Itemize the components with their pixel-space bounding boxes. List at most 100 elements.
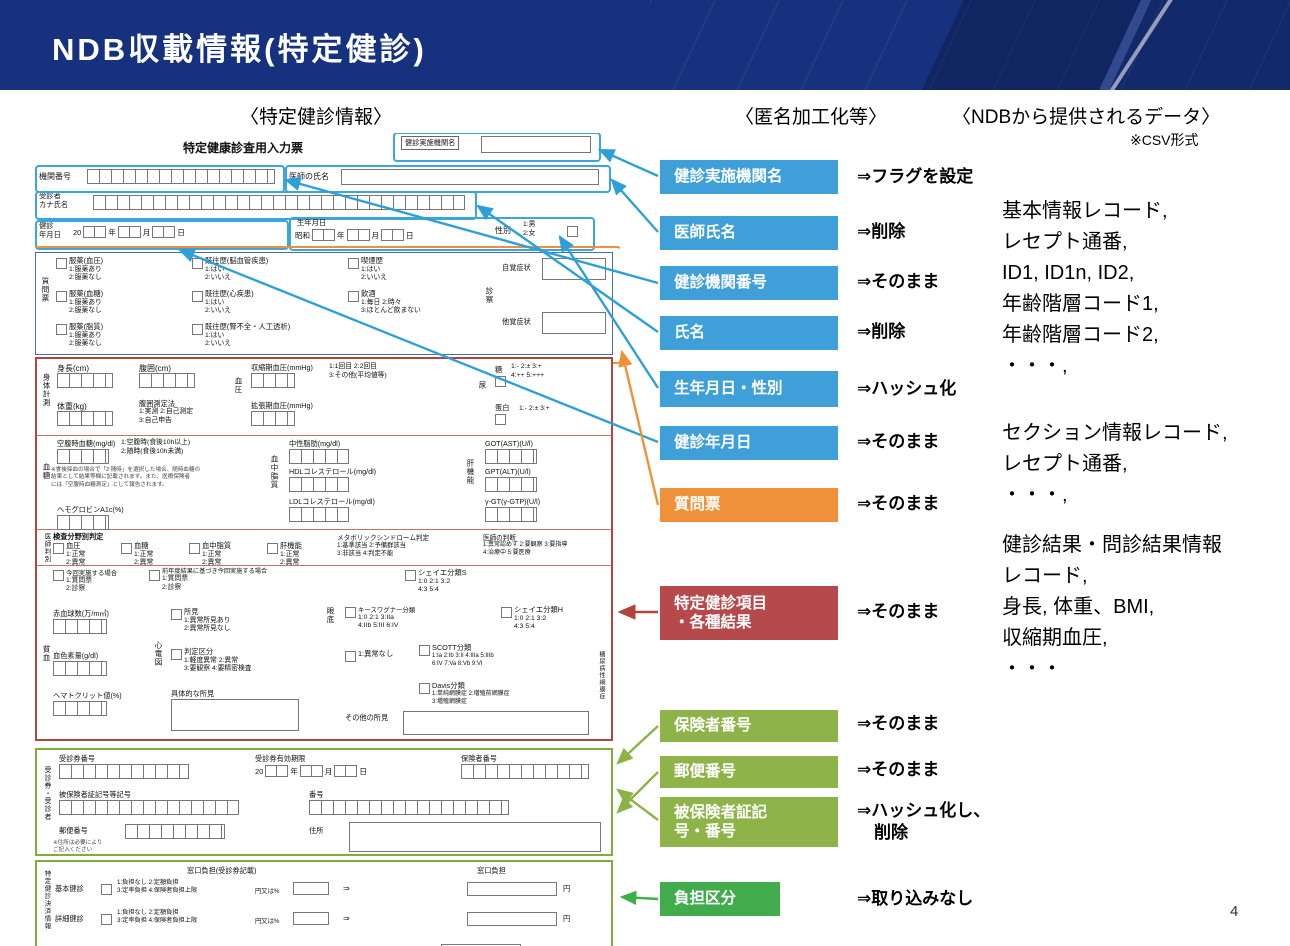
highlight-doctor-name bbox=[285, 165, 611, 193]
judge-options: 1:正常 2:異常 bbox=[66, 551, 86, 567]
field-label-scheie-h: シェイエ分類H bbox=[514, 605, 563, 614]
checkbox bbox=[501, 607, 512, 618]
field-options-kw: 1:0 2:1 3:IIa 4:IIb 5:III 6:IV bbox=[358, 614, 399, 630]
field-options-urine-protein: 1:- 2:± 3:+ bbox=[519, 405, 550, 412]
field-label-rbc: 赤血球数(万/m㎥) bbox=[53, 609, 109, 618]
date-prefix: 20 bbox=[73, 227, 82, 237]
field-cells-rbc bbox=[53, 619, 107, 634]
field-cells-diastolic bbox=[251, 411, 295, 426]
checkbox bbox=[345, 607, 356, 618]
record-block-basic: 基本情報レコード, レセプト通番, ID1, ID1n, ID2, 年齢階層コー… bbox=[1002, 196, 1168, 382]
record-line: ・・・, bbox=[1002, 484, 1068, 506]
judge-checkbox bbox=[267, 543, 278, 554]
question-checkbox bbox=[56, 324, 67, 335]
field-cells-systolic bbox=[251, 373, 295, 388]
header-stripes-decoration bbox=[650, 0, 1290, 90]
field-cells-insured-number bbox=[309, 800, 509, 815]
slide-header: NDB収載情報(特定健診) bbox=[0, 0, 1290, 90]
checkbox bbox=[149, 570, 160, 581]
field-label-yen-or-pct: 円又は% bbox=[255, 888, 280, 895]
section-label-judgement: 医師判別 bbox=[43, 533, 50, 563]
field-label-davis: Davis分類 bbox=[432, 681, 465, 690]
field-label-yen-or-pct: 円又は% bbox=[255, 918, 280, 925]
mapping-action-doctor-name: ⇒削除 bbox=[857, 222, 906, 241]
section-label-fundus: 眼底 bbox=[326, 607, 335, 624]
field-box-address bbox=[349, 822, 601, 852]
field-label-ticket-no: 受診券番号 bbox=[59, 754, 95, 763]
field-cells-fasting-glucose bbox=[57, 449, 109, 464]
field-box-amount bbox=[293, 912, 329, 925]
mapping-label-insured-symbol: 被保険者証記 号・番号 bbox=[660, 797, 838, 847]
arrow-copay-category bbox=[619, 890, 659, 905]
fundus-kw-item: キースワグナー分類 1:0 2:1 3:IIa 4:IIb 5:III 6:IV bbox=[345, 605, 415, 631]
mapping-label-checkup-date: 健診年月日 bbox=[660, 426, 838, 460]
section-label-lipid: 血中脂質 bbox=[270, 455, 279, 489]
unit-day: 日 bbox=[359, 766, 367, 776]
arrow-insured-symbol bbox=[616, 788, 659, 821]
field-cells-kikan-bango bbox=[87, 169, 275, 184]
record-line: レセプト通番, bbox=[1002, 453, 1128, 475]
mapping-label-kikan-bango: 健診機関番号 bbox=[660, 266, 838, 300]
field-box-copay-total bbox=[441, 944, 521, 946]
field-options-basic-copay: 1:負担なし 2:定額負担 3:定率負担 4:保険者負担上限 bbox=[117, 879, 198, 895]
judge-name: 血中脂質 bbox=[202, 541, 232, 550]
field-label-copay: 窓口負担 bbox=[477, 866, 506, 875]
record-line: 収縮期血圧, bbox=[1002, 627, 1108, 649]
mapping-label-birthdate-sex: 生年月日・性別 bbox=[660, 371, 838, 407]
field-options-doctor-judgement: 1:異常認めず 2:要観察 3:要指導 4:治療中 5:要医療 bbox=[483, 542, 568, 556]
field-label-copay-ticket: 窓口負担(受診券記載) bbox=[187, 866, 257, 875]
field-box-amount bbox=[293, 882, 329, 895]
mapping-action-insured-symbol: ⇒ハッシュ化し、 削除 bbox=[857, 801, 991, 843]
record-line: 身長, 体重、BMI, bbox=[1002, 596, 1155, 618]
question-checkbox bbox=[56, 291, 67, 302]
highlight-kana-name bbox=[35, 191, 477, 220]
column-header-provided: 〈NDBから提供されるデータ〉 bbox=[952, 107, 1221, 128]
field-options-current: 1:質問票 2:診察 bbox=[66, 577, 93, 593]
arrow-questionnaire bbox=[618, 349, 660, 506]
field-cells-hba1c bbox=[57, 515, 109, 530]
fundus-normal-item: 1:異常なし bbox=[345, 649, 393, 662]
judge-checkbox bbox=[53, 543, 64, 554]
input-cells bbox=[265, 765, 289, 777]
field-box-copay-amount bbox=[467, 912, 557, 926]
field-box-copay-amount bbox=[467, 882, 557, 896]
section-label-questionnaire: 質問票 bbox=[41, 277, 50, 303]
field-cells-hdl bbox=[289, 477, 349, 492]
section-label-liver: 肝機能 bbox=[466, 459, 475, 485]
field-label-detail-checkup: 詳細健診 bbox=[55, 914, 84, 923]
field-label-urine-sugar: 糖 bbox=[495, 365, 503, 374]
page-number: 4 bbox=[1230, 903, 1239, 920]
record-line: レセプト通番, bbox=[1002, 231, 1128, 253]
section-label-blood-sugar: 血糖 bbox=[42, 463, 51, 480]
field-cells-ht bbox=[53, 701, 107, 716]
field-label-org-name: 健診実施機関名 bbox=[401, 136, 460, 150]
field-label-ecg-detail: 具体的な所見 bbox=[171, 689, 215, 698]
mapping-label-org-name: 健診実施機関名 bbox=[660, 160, 838, 194]
fundus-scheie-s-item: シェイエ分類S 1:0 2:1 3:2 4:3 5:4 bbox=[405, 568, 467, 595]
field-options-waist-method: 1:実測 2:自己測定 3:自己申告 bbox=[139, 408, 194, 424]
field-label-ldl: LDLコレステロール(mg/dl) bbox=[289, 497, 375, 506]
question-name: 服薬(血圧) bbox=[69, 256, 104, 265]
input-cells bbox=[334, 765, 358, 777]
prev-exec-item: 前年度結果に基づき今回実施する場合 1:質問票 2:診察 bbox=[149, 568, 280, 592]
field-label-current: 今回実施する場合 bbox=[66, 570, 118, 577]
mapping-action-kikan-bango: ⇒そのまま bbox=[857, 272, 940, 291]
checkbox bbox=[53, 570, 64, 581]
input-cells bbox=[152, 226, 176, 238]
field-cells-insurer-no bbox=[461, 764, 589, 779]
question-options: 1:服薬あり 2:服薬なし bbox=[69, 332, 102, 348]
record-line: 年齢階層コード1, bbox=[1002, 293, 1159, 315]
field-label-metabo: メタボリックシンドローム判定 bbox=[337, 535, 430, 542]
date-prefix: 20 bbox=[255, 766, 264, 776]
field-note-address: ※住所は必要により ご記入ください bbox=[53, 840, 103, 854]
unit-day: 日 bbox=[177, 227, 185, 237]
field-options-ecg-finding: 1:異常所見あり 2:異常所見なし bbox=[184, 617, 231, 633]
mapping-label-questionnaire: 質問票 bbox=[660, 488, 838, 522]
mapping-action-postal-code: ⇒そのまま bbox=[857, 760, 940, 779]
mapping-label-copay-category: 負担区分 bbox=[660, 882, 780, 916]
field-box-org-name bbox=[481, 136, 591, 153]
field-label-waist-method: 腹囲測定法 bbox=[139, 399, 175, 408]
record-block-section: セクション情報レコード, レセプト通番, ・・・, bbox=[1002, 418, 1228, 511]
field-label-address: 住所 bbox=[309, 826, 324, 835]
